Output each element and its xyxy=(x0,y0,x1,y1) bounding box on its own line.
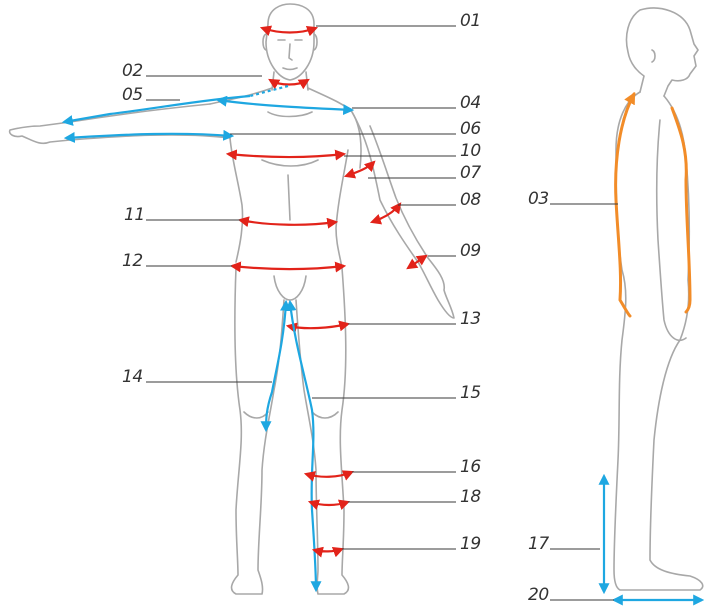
label-10: 10 xyxy=(460,141,481,161)
label-04: 04 xyxy=(460,93,481,113)
label-11: 11 xyxy=(124,205,145,225)
label-13: 13 xyxy=(460,309,481,329)
label-07: 07 xyxy=(460,163,481,183)
neck-circumference-line xyxy=(270,80,308,85)
side-body xyxy=(614,92,703,590)
front-torso xyxy=(210,88,361,268)
inner-leg-to-floor-line xyxy=(290,302,316,590)
front-figure xyxy=(10,4,454,594)
label-18: 18 xyxy=(460,487,481,507)
label-14: 14 xyxy=(122,367,143,387)
label-16: 16 xyxy=(460,457,481,477)
label-09: 09 xyxy=(460,241,481,261)
label-15: 15 xyxy=(460,383,481,403)
label-08: 08 xyxy=(460,190,481,210)
shoulder-width-line xyxy=(218,100,352,110)
waist-circumference-line xyxy=(240,220,336,225)
front-left-arm xyxy=(10,104,230,143)
label-17: 17 xyxy=(528,534,549,554)
label-01: 01 xyxy=(460,11,481,31)
label-12: 12 xyxy=(122,251,143,271)
measurement-lines xyxy=(64,28,702,600)
front-right-leg xyxy=(296,268,348,594)
wrist-circumference-line xyxy=(408,256,426,268)
head-circumference-line xyxy=(262,28,316,33)
label-06: 06 xyxy=(460,119,481,139)
side-head xyxy=(627,8,699,96)
chest-circumference-line xyxy=(228,154,344,157)
label-05: 05 xyxy=(122,85,143,105)
label-03: 03 xyxy=(528,189,549,209)
label-19: 19 xyxy=(460,534,481,554)
front-right-arm xyxy=(352,112,454,318)
label-20: 20 xyxy=(528,585,549,605)
front-left-leg xyxy=(232,268,284,594)
hip-circumference-line xyxy=(232,266,344,269)
measurement-labels: 01 02 05 04 06 10 07 08 09 11 12 13 14 1… xyxy=(122,11,549,605)
label-02: 02 xyxy=(122,61,143,81)
leader-lines xyxy=(146,26,618,600)
